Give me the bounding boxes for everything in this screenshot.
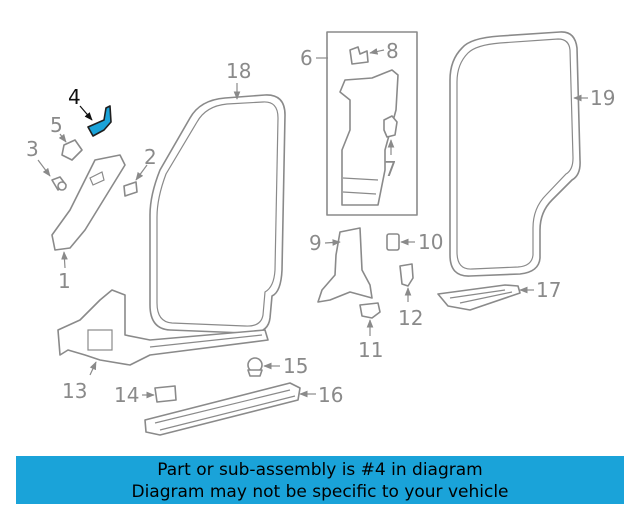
callout-4[interactable]: 4: [68, 85, 93, 121]
part-13-cowl-side-trim: [57, 289, 269, 366]
parts-diagram: 1 2 3 4 5 6 7 8 9 10 11 12: [26, 31, 615, 436]
callout-16: 16: [299, 383, 343, 407]
svg-text:18: 18: [226, 59, 251, 83]
part-8-clip: [349, 46, 369, 65]
callout-5: 5: [50, 113, 67, 143]
svg-text:15: 15: [283, 354, 308, 378]
callout-8: 8: [369, 39, 399, 63]
svg-text:2: 2: [144, 145, 157, 169]
banner-line-1: Part or sub-assembly is #4 in diagram: [157, 460, 483, 480]
svg-text:6: 6: [300, 46, 313, 70]
callout-14: 14: [114, 383, 155, 407]
part-15-fastener: [247, 357, 263, 377]
svg-text:5: 5: [50, 113, 63, 137]
part-5-clip: [61, 139, 83, 161]
svg-text:8: 8: [386, 39, 399, 63]
svg-text:16: 16: [318, 383, 343, 407]
svg-text:3: 3: [26, 137, 39, 161]
part-2-clip: [123, 181, 138, 197]
part-7-clip: [383, 115, 398, 138]
callout-3: 3: [26, 137, 51, 177]
part-19-rear-weatherstrip: [449, 31, 581, 277]
part-12-bracket: [399, 263, 414, 287]
callout-6: 6: [300, 46, 328, 70]
svg-text:19: 19: [590, 86, 615, 110]
callout-1: 1: [58, 251, 71, 293]
callout-17: 17: [519, 278, 561, 302]
svg-text:12: 12: [398, 306, 423, 330]
svg-text:4: 4: [68, 85, 81, 109]
svg-text:10: 10: [418, 230, 443, 254]
callout-9: 9: [309, 231, 341, 255]
part-6-pillar-trim-box: [326, 31, 418, 216]
svg-text:14: 14: [114, 383, 139, 407]
part-16-sill-plate: [144, 382, 301, 436]
svg-text:11: 11: [358, 338, 383, 362]
callout-12: 12: [398, 287, 423, 330]
callout-19: 19: [573, 86, 615, 110]
svg-text:9: 9: [309, 231, 322, 255]
callout-18: 18: [226, 59, 251, 100]
part-10-clip: [386, 233, 400, 251]
part-3-screw: [51, 176, 67, 191]
callout-13: 13: [62, 361, 97, 403]
callout-7: 7: [384, 139, 397, 181]
callout-10: 10: [400, 230, 443, 254]
part-18-door-weatherstrip: [149, 94, 286, 335]
banner-line-2: Diagram may not be specific to your vehi…: [131, 482, 509, 502]
svg-text:17: 17: [536, 278, 561, 302]
part-17-scuff-plate: [437, 284, 521, 311]
part-14-clip: [154, 385, 177, 403]
svg-text:13: 13: [62, 379, 87, 403]
part-11-clip: [359, 302, 381, 319]
svg-text:7: 7: [384, 157, 397, 181]
part-1-a-pillar-trim: [51, 154, 126, 251]
callout-11: 11: [358, 319, 383, 362]
callout-15: 15: [263, 354, 308, 378]
info-banner: Part or sub-assembly is #4 in diagram Di…: [16, 456, 624, 504]
part-4-highlighted[interactable]: [87, 105, 112, 137]
svg-text:1: 1: [58, 269, 71, 293]
part-9-b-pillar-lower: [317, 227, 373, 303]
callout-2: 2: [135, 145, 157, 181]
